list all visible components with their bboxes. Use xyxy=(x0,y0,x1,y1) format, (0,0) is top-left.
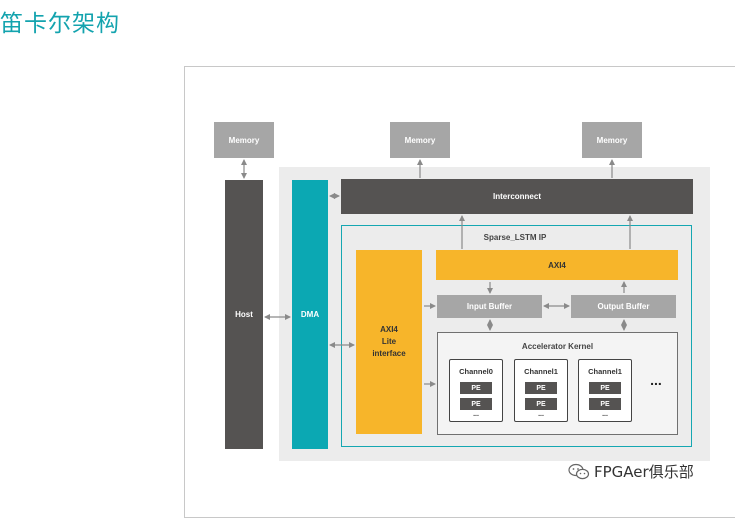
accelerator-kernel-label: Accelerator Kernel xyxy=(521,341,594,351)
interconnect-block: Interconnect xyxy=(341,179,693,214)
host-block: Host xyxy=(225,180,263,449)
watermark-text: FPGAer俱乐部 xyxy=(594,463,694,481)
watermark: FPGAer俱乐部 xyxy=(568,461,694,482)
memory-right: Memory xyxy=(582,122,642,158)
axi4-lite-line1: AXI4 xyxy=(380,325,398,334)
wechat-icon xyxy=(568,463,590,479)
axi4-block: AXI4 xyxy=(436,250,678,280)
pe-block: PE xyxy=(460,398,492,410)
memory-left: Memory xyxy=(214,122,274,158)
channel-title-2: Channel1 xyxy=(588,366,622,376)
input-buffer-block: Input Buffer xyxy=(437,295,542,318)
axi4-lite-line2: Lite xyxy=(381,337,397,346)
sparse-lstm-ip-label: Sparse_LSTM IP xyxy=(483,232,547,242)
pe-block: PE xyxy=(525,398,557,410)
channel-title-0: Channel0 xyxy=(459,366,493,376)
channel-more-pe-dots: ... xyxy=(473,411,479,418)
pe-block: PE xyxy=(525,382,557,394)
dma-block: DMA xyxy=(292,180,328,449)
output-buffer-block: Output Buffer xyxy=(571,295,676,318)
sparse-lstm-ip-box xyxy=(341,225,692,447)
axi4-lite-line3: interface xyxy=(372,349,406,358)
pe-block: PE xyxy=(589,398,621,410)
more-channels-dots: ... xyxy=(650,372,662,388)
pe-block: PE xyxy=(589,382,621,394)
channel-more-pe-dots: ... xyxy=(602,411,608,418)
pe-block: PE xyxy=(460,382,492,394)
channel-title-1: Channel1 xyxy=(524,366,558,376)
page-title: 笛卡尔架构 xyxy=(0,11,120,37)
connection-arrows xyxy=(241,159,633,387)
axi4-lite-interface-block: AXI4 Lite interface xyxy=(356,250,422,434)
memory-middle: Memory xyxy=(390,122,450,158)
channel-more-pe-dots: ... xyxy=(538,411,544,418)
